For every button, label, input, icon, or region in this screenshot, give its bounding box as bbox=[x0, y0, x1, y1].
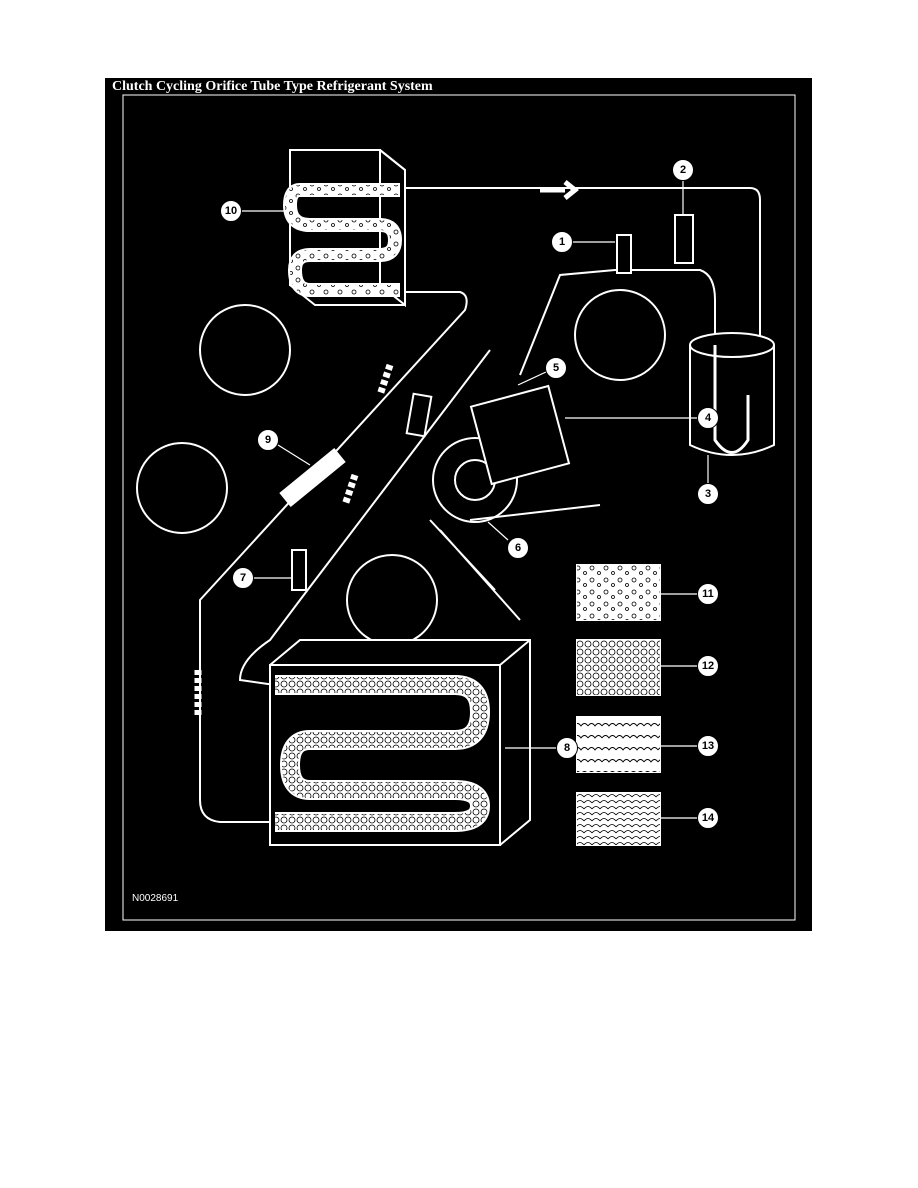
callout-3: 3 bbox=[697, 483, 719, 505]
callout-8: 8 bbox=[556, 737, 578, 759]
condenser bbox=[282, 149, 406, 308]
pressure-switch bbox=[674, 214, 694, 264]
callout-5: 5 bbox=[545, 357, 567, 379]
callout-6: 6 bbox=[507, 537, 529, 559]
service-port-high bbox=[616, 234, 632, 274]
callout-14: 14 bbox=[697, 807, 719, 829]
callout-4: 4 bbox=[697, 407, 719, 429]
figure-id: N0028691 bbox=[132, 893, 179, 904]
callout-11: 11 bbox=[697, 583, 719, 605]
accumulator bbox=[689, 332, 775, 456]
diagram-title: Clutch Cycling Orifice Tube Type Refrige… bbox=[112, 79, 433, 94]
callout-9: 9 bbox=[257, 429, 279, 451]
callout-1: 1 bbox=[551, 231, 573, 253]
callout-13: 13 bbox=[697, 735, 719, 757]
compressor bbox=[429, 384, 601, 621]
callout-12: 12 bbox=[697, 655, 719, 677]
callout-2: 2 bbox=[672, 159, 694, 181]
evaporator bbox=[269, 639, 531, 846]
callout-10: 10 bbox=[220, 200, 242, 222]
callout-7: 7 bbox=[232, 567, 254, 589]
liquid-magnifier bbox=[199, 304, 291, 396]
